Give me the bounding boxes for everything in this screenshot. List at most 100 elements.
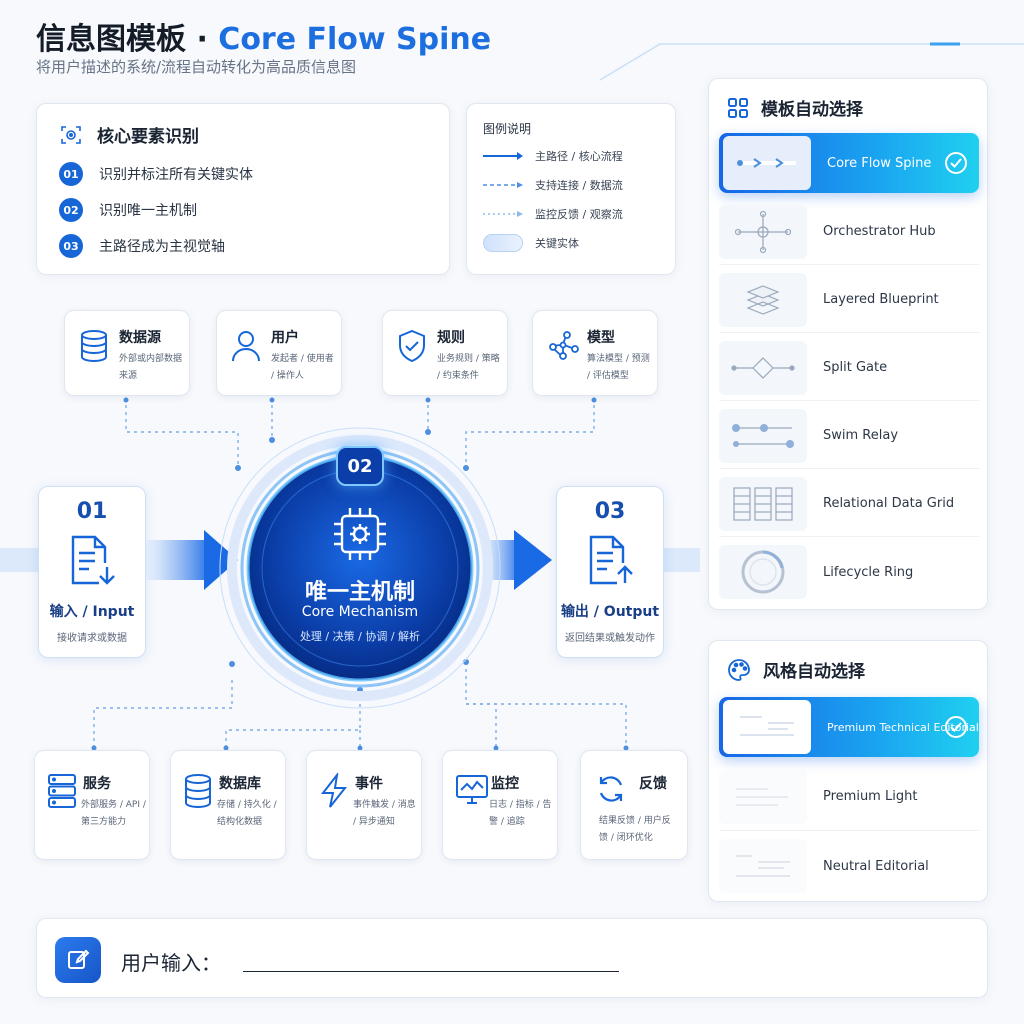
input-desc: 接收请求或数据 [57, 633, 127, 644]
core-elements-card: 核心要素识别 01 识别并标注所有关键实体 02 识别唯一主机制 03 主路径成… [36, 103, 450, 275]
style-name: Premium Technical Editorial [827, 720, 979, 734]
entity-pill-icon [483, 234, 523, 252]
palette-icon [728, 658, 750, 681]
editorial-thumb-icon [723, 700, 811, 754]
template-option-orchestrator-hub[interactable]: Orchestrator Hub [719, 199, 979, 265]
legend-row-support: 支持连接 / 数据流 [483, 177, 623, 193]
template-name: Split Gate [823, 360, 888, 375]
core-item-text: 识别唯一主机制 [99, 203, 197, 219]
hub-subtitle: Core Mechanism [301, 604, 419, 620]
hub-desc: 处理 / 决策 / 协调 / 解析 [299, 630, 421, 643]
output-label: 输出 / Output [560, 604, 660, 620]
step-number-badge: 02 [59, 198, 83, 222]
legend-card: 图例说明 主路径 / 核心流程 支持连接 / 数据流 监控反馈 / 观察流 关键… [466, 103, 676, 275]
light-thumb-icon [719, 769, 807, 824]
node-title: 反馈 [639, 776, 667, 792]
template-panel: 模板自动选择 Core Flow Spine Orchestrator Hub … [708, 78, 988, 610]
diagram-connectors [0, 397, 700, 751]
legend-title: 图例说明 [483, 122, 532, 136]
user-input-field[interactable] [243, 971, 619, 972]
core-flow-thumb-icon [723, 136, 811, 190]
node-feedback: 反馈 结果反馈 / 用户反馈 / 闭环优化 [580, 750, 688, 860]
node-title: 事件 [355, 776, 383, 792]
split-gate-thumb-icon [719, 340, 807, 395]
legend-text: 监控反馈 / 观察流 [535, 208, 623, 221]
style-option-premium-technical-editorial[interactable]: Premium Technical Editorial [719, 697, 979, 757]
legend-text: 支持连接 / 数据流 [535, 179, 623, 192]
dotted-arrow-icon [483, 211, 523, 217]
neutral-thumb-icon [719, 839, 807, 893]
core-item: 01 识别并标注所有关键实体 [59, 162, 253, 186]
step-number: 01 [76, 499, 108, 524]
network-graph-icon [549, 331, 579, 360]
template-option-swim-relay[interactable]: Swim Relay [719, 403, 979, 469]
refresh-cycle-icon [599, 776, 623, 802]
legend-text: 关键实体 [535, 237, 579, 250]
edit-icon[interactable] [55, 937, 101, 983]
node-service: 服务 外部服务 / API / 第三方能力 [34, 750, 150, 860]
template-panel-header: 模板自动选择 [727, 95, 863, 120]
database-icon [81, 330, 107, 363]
user-input-bar: 用户输入： [36, 918, 988, 998]
chip-icon [334, 508, 386, 560]
swim-relay-thumb-icon [719, 408, 807, 463]
document-export-icon [589, 535, 633, 585]
node-title: 服务 [83, 776, 111, 792]
core-item-text: 识别并标注所有关键实体 [99, 167, 253, 183]
node-title: 规则 [437, 330, 465, 346]
style-panel-title: 风格自动选择 [763, 662, 865, 682]
node-title: 监控 [491, 776, 519, 792]
legend-row-entity: 关键实体 [483, 234, 579, 252]
legend-row-monitor: 监控反馈 / 观察流 [483, 206, 623, 222]
template-option-relational-data-grid[interactable]: Relational Data Grid [719, 471, 979, 537]
core-elements-title: 核心要素识别 [97, 127, 199, 147]
template-option-core-flow-spine[interactable]: Core Flow Spine [719, 133, 979, 193]
solid-arrow-icon [483, 152, 523, 160]
template-name: Relational Data Grid [823, 496, 955, 511]
template-option-layered-blueprint[interactable]: Layered Blueprint [719, 267, 979, 333]
shield-check-icon [399, 329, 425, 363]
template-name: Layered Blueprint [823, 292, 939, 307]
style-option-premium-light[interactable]: Premium Light [719, 763, 979, 831]
template-name: Lifecycle Ring [823, 564, 914, 580]
node-rules: 规则 业务规则 / 策略 / 约束条件 [382, 310, 508, 396]
monitor-chart-icon [456, 775, 488, 804]
node-model: 模型 算法模型 / 预测 / 评估模型 [532, 310, 658, 396]
grid-layout-icon [728, 97, 748, 118]
target-scan-icon [61, 125, 81, 144]
legend-text: 主路径 / 核心流程 [535, 150, 623, 163]
core-elements-header: 核心要素识别 [59, 122, 199, 147]
node-desc: 外部或内部数据来源 [119, 354, 183, 381]
node-desc: 事件触发 / 消息 / 异步通知 [353, 800, 416, 827]
input-label: 输入 / Input [49, 604, 135, 620]
check-icon [945, 152, 967, 174]
hub-title: 唯一主机制 [304, 580, 415, 605]
output-node: 03 输出 / Output 返回结果或触发动作 [556, 486, 664, 658]
legend-row-main-path: 主路径 / 核心流程 [483, 148, 623, 164]
page-title: 信息图模板 · Core Flow Spine [36, 22, 492, 57]
template-option-split-gate[interactable]: Split Gate [719, 335, 979, 401]
template-option-lifecycle-ring[interactable]: Lifecycle Ring [719, 539, 979, 605]
style-name: Premium Light [823, 789, 918, 804]
database-icon [185, 774, 211, 809]
user-icon [232, 331, 260, 362]
hub-thumb-icon [719, 204, 807, 259]
core-item: 03 主路径成为主视觉轴 [59, 234, 225, 258]
node-user: 用户 发起者 / 使用者 / 操作人 [216, 310, 342, 396]
step-number-badge: 01 [59, 162, 83, 186]
server-icon [48, 774, 76, 808]
template-name: Orchestrator Hub [823, 224, 936, 239]
node-desc: 发起者 / 使用者 / 操作人 [271, 354, 334, 381]
style-option-neutral-editorial[interactable]: Neutral Editorial [719, 833, 979, 899]
page-subtitle: 将用户描述的系统/流程自动转化为高品质信息图 [36, 58, 357, 76]
node-desc: 结果反馈 / 用户反馈 / 闭环优化 [599, 816, 671, 843]
node-title: 用户 [271, 330, 299, 346]
node-desc: 算法模型 / 预测 / 评估模型 [587, 354, 650, 381]
hub-number-badge: 02 [336, 446, 384, 486]
node-event: 事件 事件触发 / 消息 / 异步通知 [306, 750, 422, 860]
node-title: 数据源 [119, 330, 161, 346]
node-monitor: 监控 日志 / 指标 / 告警 / 追踪 [442, 750, 558, 860]
user-input-label: 用户输入： [121, 951, 221, 975]
template-name: Core Flow Spine [827, 155, 932, 171]
step-number: 03 [594, 499, 626, 524]
